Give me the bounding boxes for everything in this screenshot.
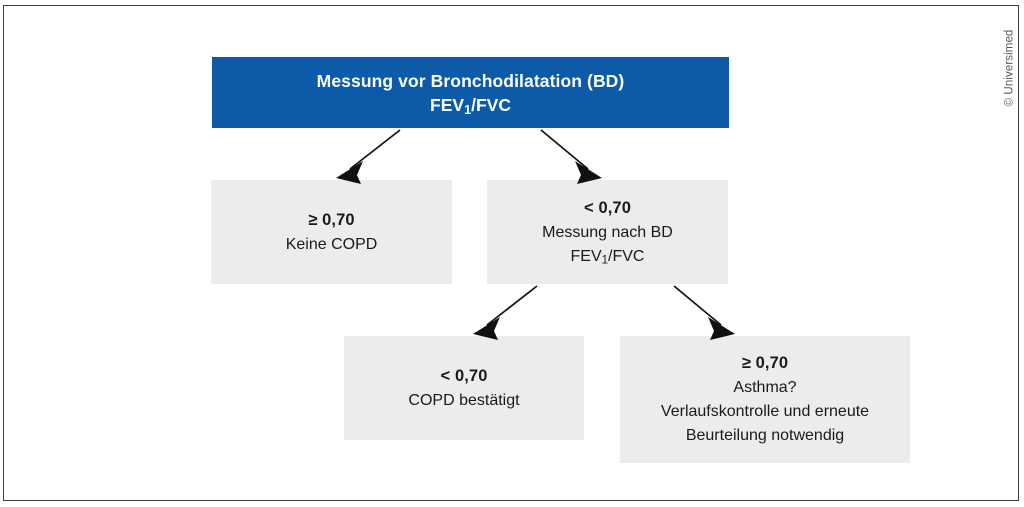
header-ratio: FEV1/FVC xyxy=(430,93,511,117)
copd-confirmed-value: < 0,70 xyxy=(440,366,488,385)
post-bd-ratio: FEV1/FVC xyxy=(571,245,645,269)
post-bd-value: < 0,70 xyxy=(584,198,631,217)
arrow-header-to-no-copd xyxy=(336,129,401,184)
copd-confirmed-box-shape xyxy=(344,336,584,440)
header-title: Messung vor Bronchodilatation (BD) xyxy=(316,70,625,91)
arrow-post-bd-to-copd-confirmed xyxy=(473,285,538,340)
no-copd-label: Keine COPD xyxy=(285,235,378,253)
node-post-bd[interactable]: < 0,70 Messung nach BD FEV1/FVC xyxy=(487,180,728,284)
header-ratio-post: /FVC xyxy=(471,94,511,115)
no-copd-box-shape xyxy=(211,180,452,284)
post-bd-ratio-post: /FVC xyxy=(608,247,645,265)
asthma-label: Asthma? xyxy=(733,379,797,396)
no-copd-value: ≥ 0,70 xyxy=(308,210,355,229)
post-bd-ratio-sub: 1 xyxy=(601,254,609,267)
post-bd-box-shape xyxy=(487,180,728,284)
post-bd-label: Messung nach BD xyxy=(542,223,673,241)
copd-confirmed-label: COPD bestätigt xyxy=(408,391,520,409)
node-copd-confirmed[interactable]: < 0,70 COPD bestätigt xyxy=(344,336,584,440)
post-bd-ratio-pre: FEV xyxy=(570,247,602,265)
header-box-shape xyxy=(212,57,729,128)
header-ratio-pre: FEV xyxy=(430,94,465,115)
arrow-post-bd-to-asthma xyxy=(673,285,735,340)
node-no-copd[interactable]: ≥ 0,70 Keine COPD xyxy=(211,180,452,284)
node-asthma[interactable]: ≥ 0,70 Asthma? Verlaufskontrolle und ern… xyxy=(620,336,910,463)
asthma-note-line-1: Verlaufskontrolle und erneute xyxy=(660,403,870,420)
node-header[interactable]: Messung vor Bronchodilatation (BD) FEV1/… xyxy=(212,57,729,128)
asthma-value: ≥ 0,70 xyxy=(741,354,789,372)
asthma-box-shape xyxy=(620,336,910,463)
asthma-note-line-2: Beurteilung notwendig xyxy=(685,427,845,444)
arrow-header-to-post-bd xyxy=(540,129,602,184)
header-ratio-sub: 1 xyxy=(464,102,472,117)
